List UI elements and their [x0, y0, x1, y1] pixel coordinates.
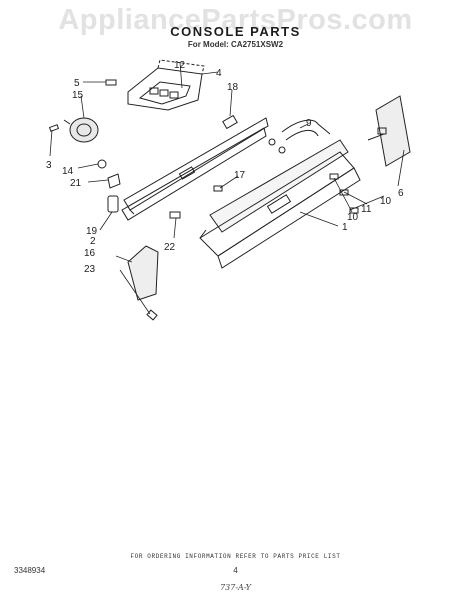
clip-14	[97, 159, 107, 169]
callout-23: 23	[84, 264, 96, 275]
callout-labels: 1 2 3 4 5 6 9 10 10 11 12 14 15 16 17 18…	[46, 60, 404, 275]
callout-14: 14	[62, 166, 74, 177]
end-cap-16	[127, 245, 159, 321]
small-parts	[48, 79, 359, 219]
callout-16: 16	[84, 248, 96, 259]
callout-9: 9	[306, 118, 312, 129]
callout-2: 2	[90, 236, 96, 247]
clip-22	[169, 211, 181, 219]
screw-17	[213, 185, 223, 192]
callout-17: 17	[234, 170, 246, 181]
indicator-19	[107, 195, 119, 213]
callout-22: 22	[164, 242, 176, 253]
model-label: For Model: CA2751XSW2	[187, 40, 284, 49]
screw-10a	[339, 189, 349, 196]
switch-21	[107, 173, 121, 189]
document-number: 3348934	[14, 566, 46, 575]
page-number: 4	[233, 566, 238, 575]
callout-3: 3	[46, 160, 52, 171]
leader-lines	[49, 61, 405, 315]
console-panel	[199, 139, 361, 269]
timer-motor	[63, 117, 99, 143]
callout-1: 1	[342, 222, 348, 233]
callout-15: 15	[72, 90, 84, 101]
end-bracket	[367, 95, 411, 167]
callout-12: 12	[174, 60, 186, 71]
screw-5	[105, 79, 117, 86]
watermark: AppliancePartsPros.com	[58, 4, 413, 36]
ordering-note: FOR ORDERING INFORMATION REFER TO PARTS …	[130, 553, 341, 560]
callout-4: 4	[216, 68, 222, 79]
switch-housing	[127, 59, 205, 111]
drawing-code: 737-A-Y	[220, 583, 251, 592]
callout-6: 6	[398, 188, 404, 199]
callout-21: 21	[70, 178, 82, 189]
callout-19: 19	[86, 226, 98, 237]
callout-10a: 10	[380, 196, 392, 207]
control-rail	[121, 117, 269, 221]
wire-harness	[268, 119, 331, 154]
callout-5: 5	[74, 78, 80, 89]
page-title: CONSOLE PARTS	[170, 24, 301, 39]
callout-11: 11	[361, 204, 372, 215]
screw-3	[48, 124, 60, 132]
clip-18	[222, 114, 238, 130]
callout-10b: 10	[347, 212, 359, 223]
callout-18: 18	[227, 82, 239, 93]
screw-11	[329, 173, 339, 180]
